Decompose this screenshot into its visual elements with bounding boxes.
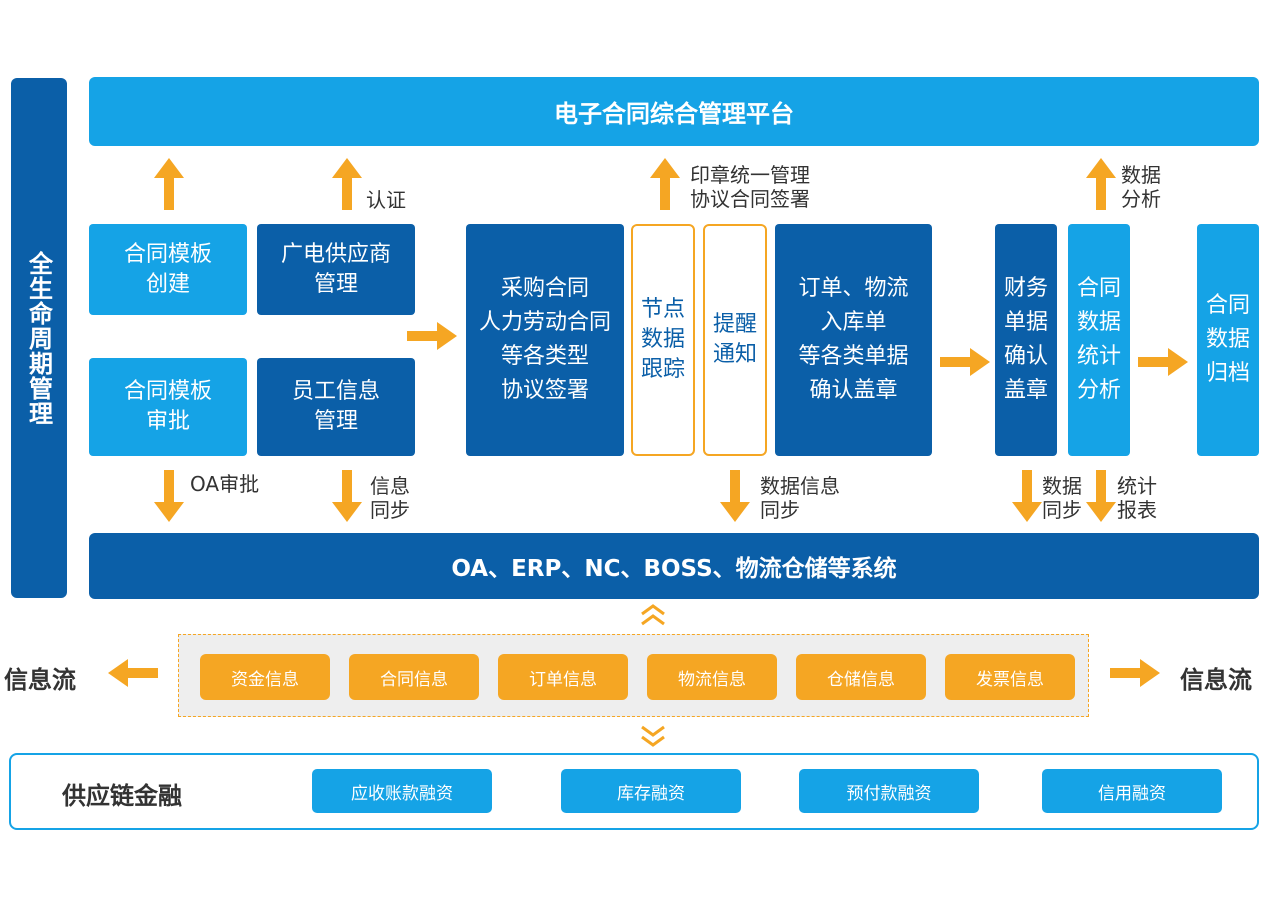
finance-chain-item: 库存融资	[561, 769, 741, 813]
data-sync-label: 数据 同步	[1042, 474, 1082, 522]
arrow-right-icon	[940, 348, 990, 376]
arrow-down-icon	[154, 470, 184, 522]
arrow-up-icon	[650, 158, 680, 210]
arrow-down-icon	[332, 470, 362, 522]
seal-label: 印章统一管理 协议合同签署	[690, 163, 810, 211]
info-flow-item: 资金信息	[200, 654, 330, 700]
info-flow-item: 发票信息	[945, 654, 1075, 700]
arrow-right-icon	[1110, 659, 1160, 687]
chevron-down-icon	[641, 725, 665, 747]
oa-label: OA审批	[190, 472, 260, 496]
arrow-down-icon	[1012, 470, 1042, 522]
report-label: 统计 报表	[1117, 474, 1157, 522]
arrow-down-icon	[720, 470, 750, 522]
info-flow-item: 订单信息	[498, 654, 628, 700]
auth-label: 认证	[366, 188, 406, 212]
data-info-sync-label: 数据信息 同步	[760, 474, 840, 522]
arrow-up-icon	[154, 158, 184, 210]
platform-title: 电子合同综合管理平台	[554, 100, 794, 128]
info-flow-left-label: 信息流	[4, 666, 76, 694]
order-box: 订单、物流 入库单 等各类单据 确认盖章	[775, 224, 932, 456]
arrow-right-icon	[407, 322, 457, 350]
finance-chain-title: 供应链金融	[62, 782, 182, 810]
finance-chain-item: 应收账款融资	[312, 769, 492, 813]
info-flow-item: 合同信息	[349, 654, 479, 700]
arrow-down-icon	[1086, 470, 1116, 522]
finance-box: 财务 单据 确认 盖章	[995, 224, 1057, 456]
node-track-box: 节点 数据 跟踪	[631, 224, 695, 456]
arrow-right-icon	[1138, 348, 1188, 376]
procure-box: 采购合同 人力劳动合同 等各类型 协议签署	[466, 224, 624, 456]
chevron-up-icon	[641, 604, 665, 626]
info-flow-right-label: 信息流	[1180, 666, 1252, 694]
info-sync-label: 信息 同步	[370, 474, 410, 522]
analysis-label: 数据 分析	[1121, 163, 1161, 211]
lifecycle-bar: 全生命周期管理	[11, 78, 67, 598]
finance-chain-item: 预付款融资	[799, 769, 979, 813]
systems-bar: OA、ERP、NC、BOSS、物流仓储等系统	[89, 533, 1259, 599]
info-flow-item: 物流信息	[647, 654, 777, 700]
supplier-box: 广电供应商 管理	[257, 224, 415, 315]
finance-chain-item: 信用融资	[1042, 769, 1222, 813]
employee-box: 员工信息 管理	[257, 358, 415, 456]
arrow-up-icon	[332, 158, 362, 210]
info-flow-item: 仓储信息	[796, 654, 926, 700]
remind-box: 提醒 通知	[703, 224, 767, 456]
arrow-left-icon	[108, 659, 158, 687]
lifecycle-label: 全生命周期管理	[24, 250, 53, 426]
platform-bar: 电子合同综合管理平台	[89, 77, 1259, 146]
template-approve-box: 合同模板 审批	[89, 358, 247, 456]
stat-box: 合同 数据 统计 分析	[1068, 224, 1130, 456]
arrow-up-icon	[1086, 158, 1116, 210]
template-create-box: 合同模板 创建	[89, 224, 247, 315]
archive-box: 合同 数据 归档	[1197, 224, 1259, 456]
systems-title: OA、ERP、NC、BOSS、物流仓储等系统	[451, 556, 897, 582]
